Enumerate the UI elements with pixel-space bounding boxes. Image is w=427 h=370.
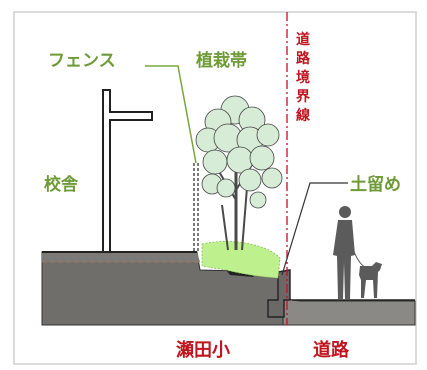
hedge (201, 241, 281, 279)
boundary-char-4: 界 (296, 89, 311, 105)
fence (193, 163, 199, 252)
school-building (102, 89, 153, 252)
boundary-char-5: 線 (296, 107, 310, 124)
road-label: 道路 (313, 339, 350, 361)
school-name-label: 瀬田小 (176, 340, 230, 361)
boundary-char-1: 道 (296, 31, 310, 48)
fence-leader-line (145, 65, 197, 164)
boundary-line-label: 道 路 境 界 線 (296, 31, 311, 124)
retaining-wall (267, 269, 291, 318)
dog-silhouette-icon (359, 262, 382, 298)
retaining-wall-label: 土留め (350, 174, 401, 195)
school-building-label: 校舎 (44, 174, 79, 195)
boundary-char-3: 境 (296, 69, 310, 86)
diagram-frame (13, 11, 417, 365)
retaining-wall-leader-line (281, 182, 348, 276)
leash (350, 241, 367, 269)
planting-strip-label: 植栽帯 (196, 50, 247, 71)
fence-label: フェンス (48, 51, 116, 71)
school-ground-topsoil (42, 252, 200, 262)
person-silhouette-icon (333, 206, 355, 299)
tree-icon (195, 95, 283, 251)
boundary-char-2: 路 (296, 50, 311, 67)
